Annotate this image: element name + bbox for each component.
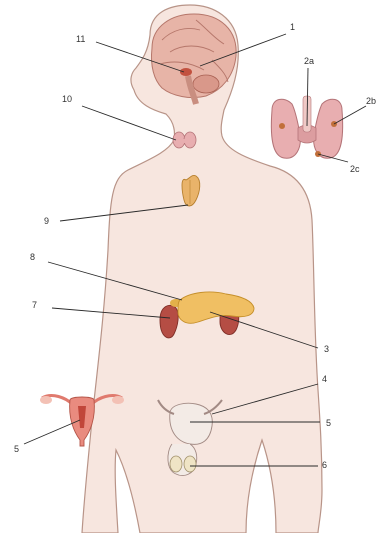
label-2b: 2b <box>366 96 376 106</box>
label-1: 1 <box>290 22 295 32</box>
label-9: 9 <box>44 216 49 226</box>
label-7: 7 <box>32 300 37 310</box>
label-6: 6 <box>322 460 327 470</box>
leader-line-5-left <box>24 420 80 444</box>
label-8: 8 <box>30 252 35 262</box>
label-11: 11 <box>76 34 85 44</box>
label-2c: 2c <box>350 164 360 174</box>
thyroid-inset <box>266 68 370 172</box>
label-5-right: 5 <box>326 418 331 428</box>
label-4: 4 <box>322 374 327 384</box>
label-5-left: 5 <box>14 444 19 454</box>
label-2a: 2a <box>304 56 314 66</box>
label-10: 10 <box>62 94 72 104</box>
label-3: 3 <box>324 344 329 354</box>
